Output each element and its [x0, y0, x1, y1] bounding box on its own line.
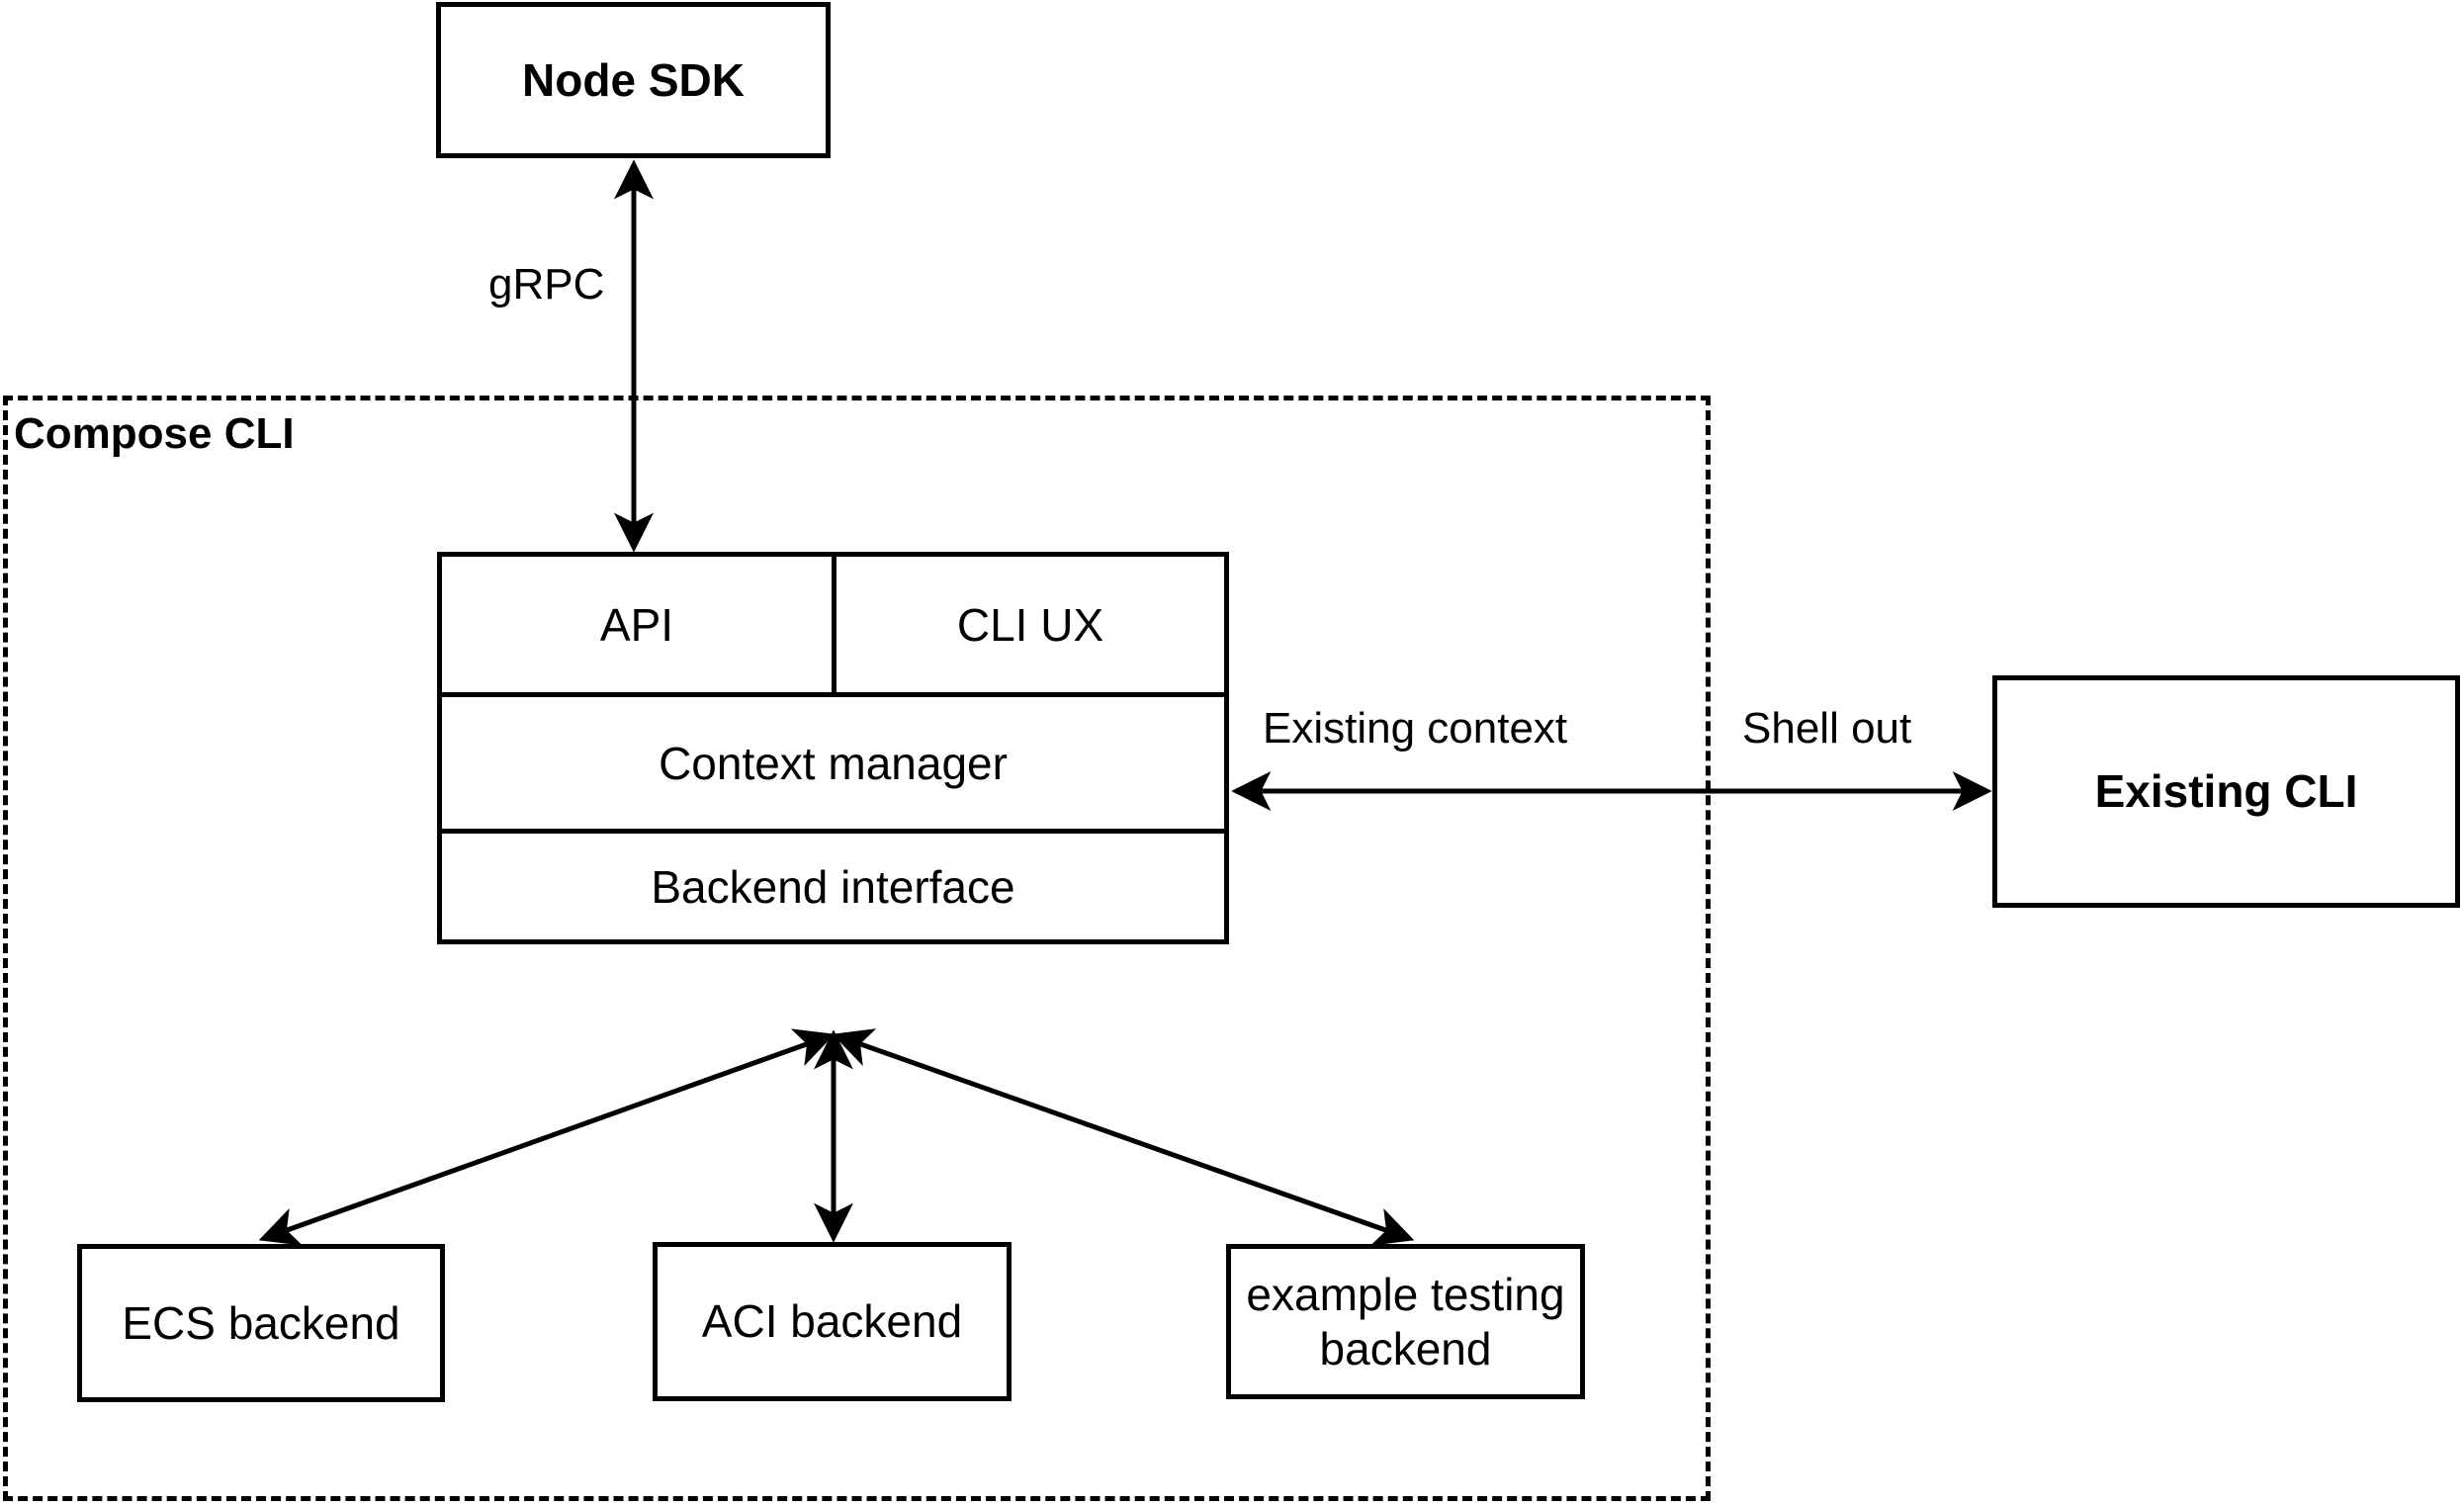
example-testing-backend-box[interactable]: example testing backend — [1226, 1244, 1585, 1399]
shell-out-edge-label: Shell out — [1742, 704, 1912, 753]
compose-cli-group — [3, 396, 1711, 1501]
existing-cli-box[interactable]: Existing CLI — [1992, 675, 2460, 908]
compose-cli-group-label: Compose CLI — [14, 409, 295, 458]
cell-cli-ux[interactable]: CLI UX — [832, 557, 1224, 692]
stack-row-context-manager: Context manager — [442, 692, 1224, 829]
grpc-edge-label: gRPC — [488, 260, 605, 309]
stack-row-backend-interface: Backend interface — [442, 829, 1224, 939]
existing-context-edge-label: Existing context — [1263, 704, 1568, 753]
ecs-backend-box[interactable]: ECS backend — [77, 1244, 445, 1402]
aci-backend-box[interactable]: ACI backend — [653, 1242, 1012, 1401]
cell-api[interactable]: API — [442, 557, 832, 692]
stack-row-api-cliux: API CLI UX — [442, 557, 1224, 692]
node-sdk-box[interactable]: Node SDK — [436, 2, 831, 158]
compose-cli-core-stack: API CLI UX Context manager Backend inter… — [437, 552, 1229, 944]
cell-context-manager[interactable]: Context manager — [442, 697, 1224, 829]
cell-backend-interface[interactable]: Backend interface — [442, 834, 1224, 939]
